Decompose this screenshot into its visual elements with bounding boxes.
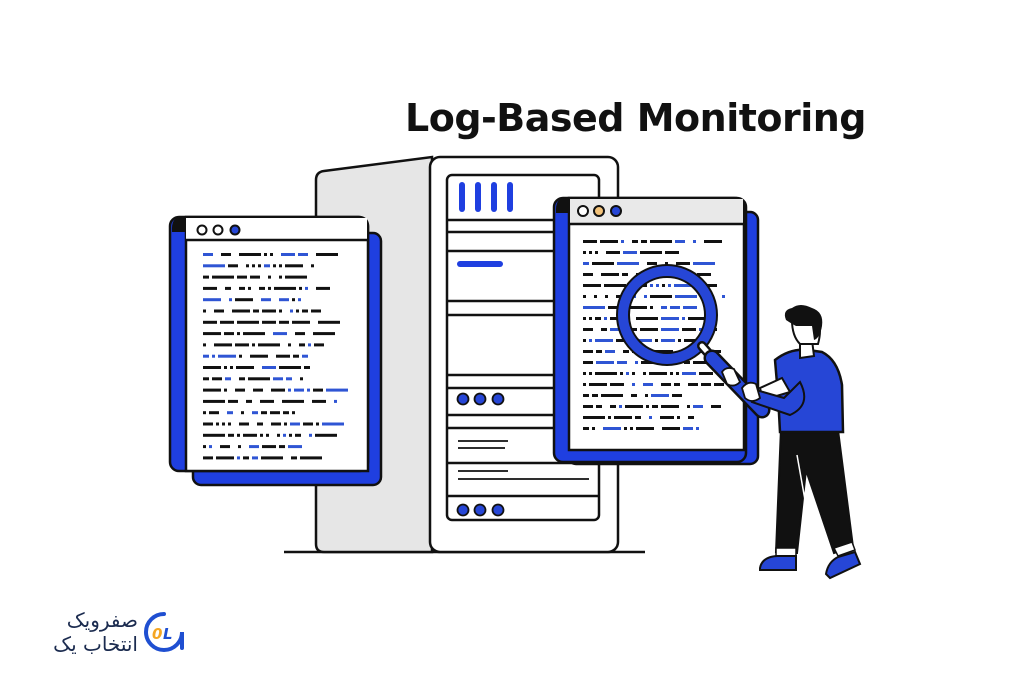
window-dots — [577, 205, 622, 217]
server-leds-1 — [456, 392, 505, 406]
page-title: Log-Based Monitoring — [405, 96, 867, 140]
window-dots — [196, 224, 241, 236]
left-log-window — [168, 215, 383, 487]
server-bars — [459, 182, 513, 212]
right-log-window — [552, 196, 760, 466]
brand-logo: صفرویک انتخاب یک 0 L — [26, 606, 186, 666]
brand-mark-icon: 0 L — [144, 612, 184, 652]
brand-line-2: انتخاب یک — [53, 632, 138, 656]
person-figure — [720, 305, 862, 580]
brand-line-1: صفرویک — [66, 608, 138, 632]
brand-name: صفرویک انتخاب یک — [53, 608, 138, 656]
svg-text:0: 0 — [152, 625, 162, 643]
log-lines — [203, 253, 348, 460]
svg-text:L: L — [163, 625, 173, 643]
server-leds-2 — [456, 503, 505, 517]
